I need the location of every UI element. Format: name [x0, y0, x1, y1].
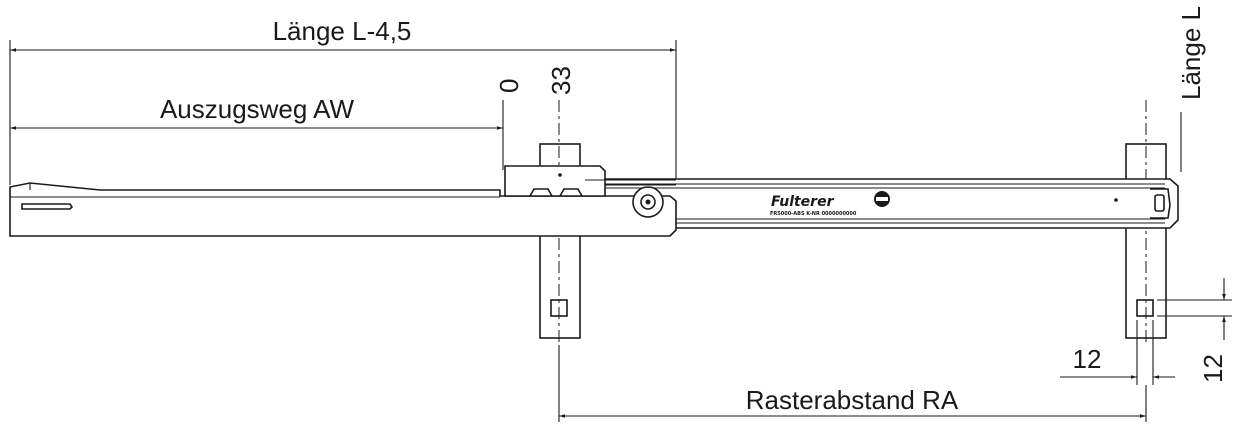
- outer-rail: Fulterer FR5000-ABS K-NR 0000000000: [594, 178, 1179, 229]
- travel-label: Auszugsweg AW: [160, 94, 355, 124]
- carriage-block: [504, 165, 676, 197]
- zero-label: 0: [494, 79, 524, 93]
- hole-height-label: 12: [1198, 354, 1228, 383]
- grid-pitch-label: Rasterabstand RA: [746, 385, 959, 415]
- dimension-grid-pitch: Rasterabstand RA: [558, 345, 1147, 422]
- left-slot: [21, 203, 74, 210]
- dimension-hole-width: 12: [1060, 320, 1175, 385]
- dimension-travel: Auszugsweg AW: [10, 94, 504, 170]
- brand-small-print: FR5000-ABS K-NR 0000000000: [770, 211, 857, 217]
- right-square-hole: [1136, 299, 1154, 317]
- length-minus-label: Länge L-4,5: [273, 16, 412, 46]
- dimension-length-minus: Länge L-4,5: [9, 16, 677, 195]
- brand-logo: Fulterer: [771, 194, 835, 210]
- dimension-length-l: Länge L: [1176, 6, 1206, 172]
- dimension-hole-height: 12: [1157, 278, 1232, 383]
- offset-33-label: 33: [546, 66, 576, 95]
- length-l-label: Länge L: [1176, 6, 1206, 100]
- hole-width-label: 12: [1073, 344, 1102, 374]
- roller-wheel: [632, 186, 664, 218]
